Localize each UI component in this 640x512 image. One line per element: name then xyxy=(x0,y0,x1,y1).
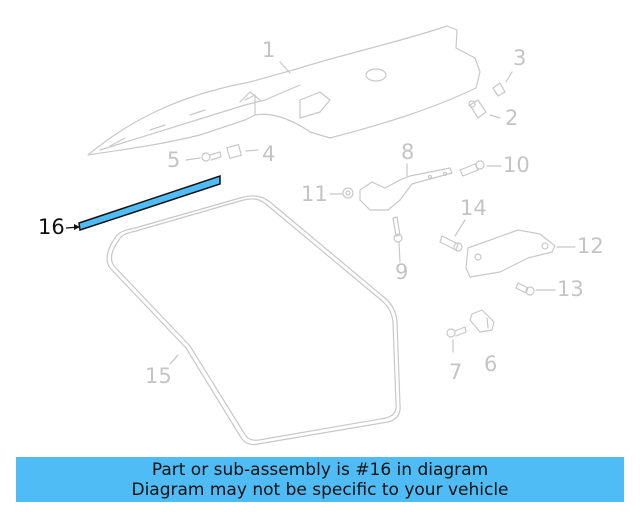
pin-part-14 xyxy=(439,235,463,252)
callout-3: 3 xyxy=(513,46,527,70)
callout-9: 9 xyxy=(395,260,409,284)
callout-1: 1 xyxy=(262,38,276,62)
banner-line-1: Part or sub-assembly is #16 in diagram xyxy=(151,459,489,480)
callout-11: 11 xyxy=(301,182,328,206)
clip-part-6 xyxy=(469,309,495,333)
info-banner: Part or sub-assembly is #16 in diagram D… xyxy=(16,457,624,502)
callout-15: 15 xyxy=(145,364,172,388)
callout-13: 13 xyxy=(557,277,584,301)
callout-5: 5 xyxy=(167,148,181,172)
nut-part-4 xyxy=(226,144,242,159)
callout-8: 8 xyxy=(401,140,415,164)
clip-part-3 xyxy=(492,82,506,97)
banner-line-2: Diagram may not be specific to your vehi… xyxy=(131,479,509,500)
callout-6: 6 xyxy=(484,352,498,376)
callout-16: 16 xyxy=(38,215,65,239)
callout-10: 10 xyxy=(503,153,530,177)
bolt-part-5 xyxy=(201,151,222,162)
callout-7: 7 xyxy=(449,360,463,384)
callout-2: 2 xyxy=(505,106,519,130)
callout-4: 4 xyxy=(262,142,276,166)
molding-part-16[interactable] xyxy=(65,174,221,231)
callout-14: 14 xyxy=(460,196,487,220)
bolt-part-7 xyxy=(446,326,467,338)
bracket-part-12 xyxy=(465,229,556,278)
bolt-part-10 xyxy=(459,160,485,177)
weatherstrip-part-15 xyxy=(106,195,401,446)
grommet-part-2 xyxy=(468,99,487,119)
nut-part-11 xyxy=(342,187,354,199)
callout-12: 12 xyxy=(577,234,604,258)
bolt-part-13 xyxy=(515,282,535,296)
bolt-part-9 xyxy=(392,216,403,243)
hinge-part-8 xyxy=(359,167,453,211)
liftgate-panel-part-1 xyxy=(87,25,481,156)
